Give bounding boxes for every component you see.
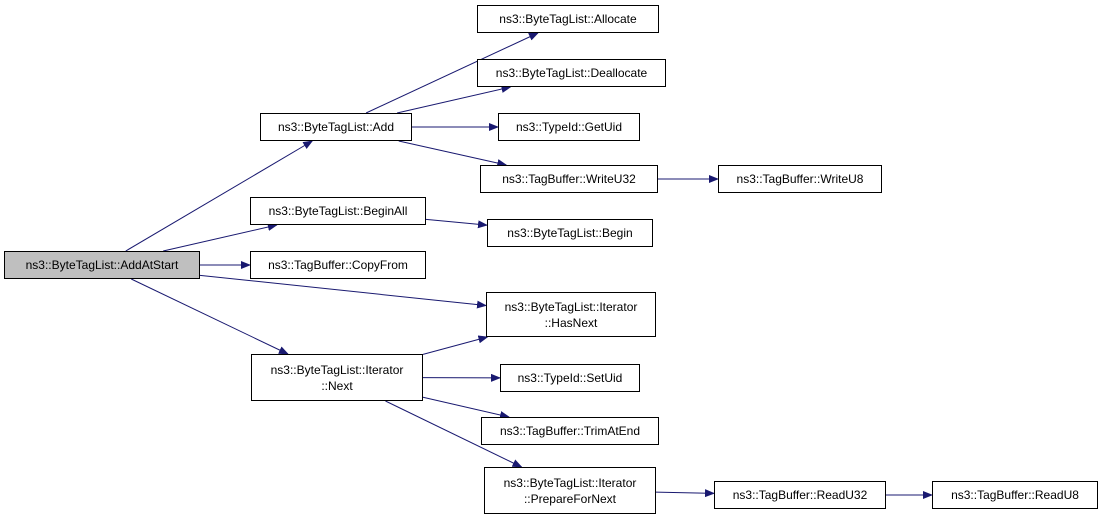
node-label: ns3::TagBuffer::ReadU8 xyxy=(951,488,1079,502)
node-label-line2: ::PrepareForNext xyxy=(523,491,617,506)
edge-iter_next-to-trim_at_end xyxy=(422,396,511,419)
node-label: ns3::TypeId::SetUid xyxy=(517,371,623,385)
node-begin-all[interactable]: ns3::ByteTagList::BeginAll xyxy=(250,197,426,225)
node-label-line2: ::HasNext xyxy=(544,315,598,330)
node-read-u32[interactable]: ns3::TagBuffer::ReadU32 xyxy=(714,481,886,509)
edge-add-to-deallocate xyxy=(396,85,512,114)
edge-add_at_start-to-add xyxy=(125,140,314,252)
node-label: ns3::TagBuffer::CopyFrom xyxy=(268,258,408,272)
edge-add-to-allocate xyxy=(365,32,539,114)
node-iterator-next[interactable]: ns3::ByteTagList::Iterator ::Next xyxy=(251,354,423,401)
node-add[interactable]: ns3::ByteTagList::Add xyxy=(260,113,412,141)
node-label: ns3::TypeId::GetUid xyxy=(515,120,623,134)
edge-iter_next-to-has_next xyxy=(422,335,489,355)
node-copy-from[interactable]: ns3::TagBuffer::CopyFrom xyxy=(250,251,426,279)
node-label: ns3::TagBuffer::ReadU32 xyxy=(732,488,868,502)
node-write-u32[interactable]: ns3::TagBuffer::WriteU32 xyxy=(480,165,658,193)
edge-add_at_start-to-has_next xyxy=(199,274,487,309)
edge-begin_all-to-begin xyxy=(425,218,488,229)
node-allocate[interactable]: ns3::ByteTagList::Allocate xyxy=(477,5,659,33)
node-typeid-setuid[interactable]: ns3::TypeId::SetUid xyxy=(500,364,640,392)
node-deallocate[interactable]: ns3::ByteTagList::Deallocate xyxy=(477,59,666,87)
node-typeid-getuid[interactable]: ns3::TypeId::GetUid xyxy=(498,113,640,141)
node-add-at-start: ns3::ByteTagList::AddAtStart xyxy=(4,251,200,279)
node-read-u8[interactable]: ns3::TagBuffer::ReadU8 xyxy=(932,481,1098,509)
node-iterator-prepare-for-next[interactable]: ns3::ByteTagList::Iterator ::PrepareForN… xyxy=(484,467,656,514)
node-trim-at-end[interactable]: ns3::TagBuffer::TrimAtEnd xyxy=(481,417,659,445)
node-label: ns3::TagBuffer::WriteU8 xyxy=(736,172,864,186)
node-label: ns3::ByteTagList::Allocate xyxy=(499,12,637,26)
node-label: ns3::TagBuffer::TrimAtEnd xyxy=(499,424,641,438)
node-label: ns3::ByteTagList::Begin xyxy=(507,226,633,240)
edge-prepare_for_next-to-read_u32 xyxy=(655,489,715,498)
node-label-line1: ns3::ByteTagList::Iterator xyxy=(504,299,638,314)
edge-iter_next-to-prepare_for_next xyxy=(385,400,523,468)
node-label-line1: ns3::ByteTagList::Iterator xyxy=(270,362,404,377)
edge-add_at_start-to-begin_all xyxy=(163,223,278,252)
node-write-u8[interactable]: ns3::TagBuffer::WriteU8 xyxy=(718,165,882,193)
edge-add-to-write_u32 xyxy=(398,140,508,167)
node-label: ns3::ByteTagList::BeginAll xyxy=(268,204,408,218)
node-label: ns3::ByteTagList::AddAtStart xyxy=(25,258,179,272)
node-label: ns3::ByteTagList::Add xyxy=(277,120,395,134)
node-label: ns3::TagBuffer::WriteU32 xyxy=(502,172,636,186)
node-iterator-hasnext[interactable]: ns3::ByteTagList::Iterator ::HasNext xyxy=(486,292,656,337)
edge-add_at_start-to-iter_next xyxy=(131,278,289,355)
node-label-line1: ns3::ByteTagList::Iterator xyxy=(503,475,637,490)
node-label-line2: ::Next xyxy=(321,378,353,393)
node-label: ns3::ByteTagList::Deallocate xyxy=(495,66,648,80)
node-begin[interactable]: ns3::ByteTagList::Begin xyxy=(487,219,653,247)
